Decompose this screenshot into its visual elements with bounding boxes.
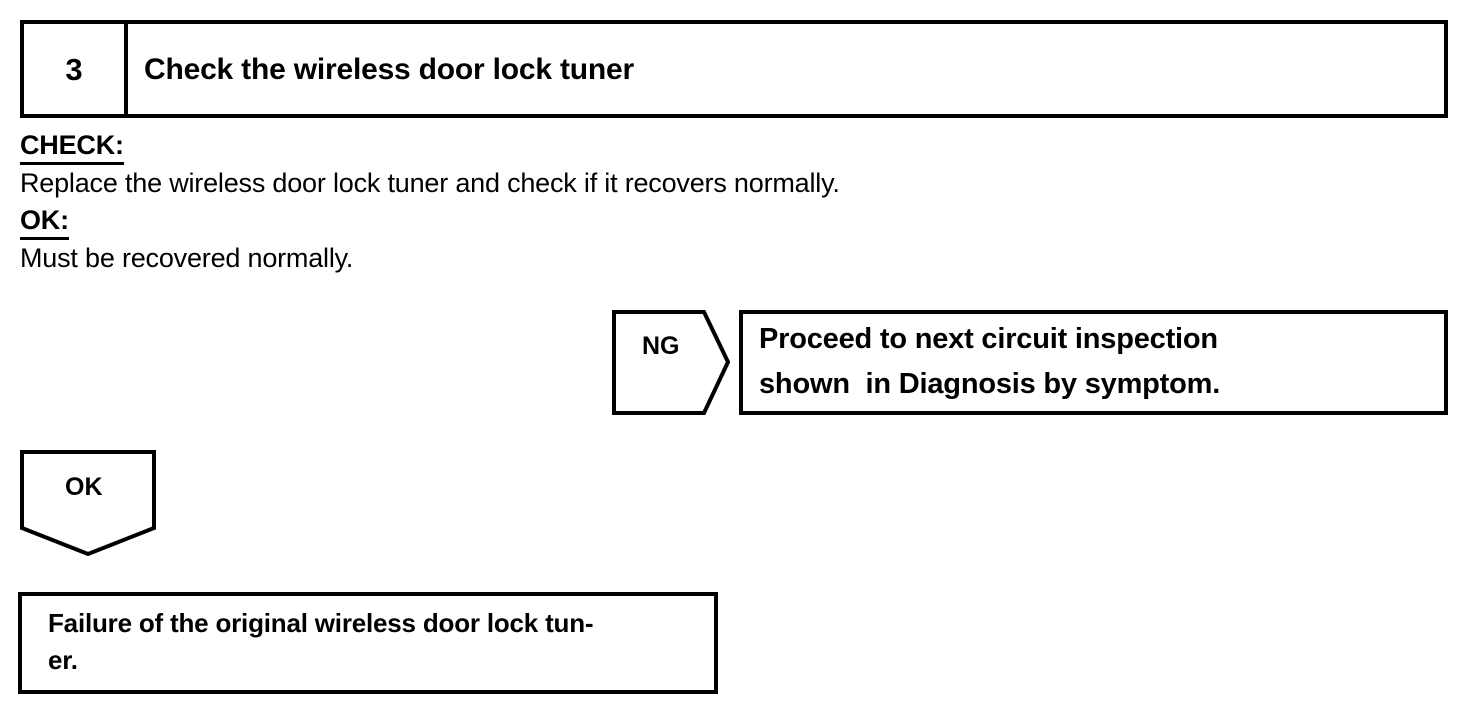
step-title-cell: Check the wireless door lock tuner	[128, 24, 1444, 114]
proceed-next-inspection-box: Proceed to next circuit inspection shown…	[739, 310, 1448, 415]
result-line-1: Failure of the original wireless door lo…	[48, 608, 594, 639]
ng-branch: NG Proceed to next circuit inspection sh…	[612, 310, 1448, 415]
proceed-line-1: Proceed to next circuit inspection	[759, 323, 1218, 356]
ok-arrow-label: OK	[65, 473, 103, 501]
check-heading: CHECK:	[20, 130, 124, 165]
ok-body: Must be recovered normally.	[20, 243, 354, 274]
ng-arrow-icon	[612, 310, 730, 415]
instruction-group-ok: OK: Must be recovered normally.	[20, 205, 1220, 274]
step-number-cell: 3	[24, 24, 128, 114]
result-line-2: er.	[48, 645, 78, 675]
result-box: Failure of the original wireless door lo…	[18, 592, 718, 694]
check-body: Replace the wireless door lock tuner and…	[20, 167, 840, 198]
instruction-group-check: CHECK: Replace the wireless door lock tu…	[20, 130, 1220, 199]
step-number: 3	[65, 51, 83, 87]
step-header-box: 3 Check the wireless door lock tuner	[20, 20, 1448, 118]
ok-heading: OK:	[20, 205, 69, 241]
ng-arrow-label: NG	[642, 332, 680, 360]
proceed-line-2: shown in Diagnosis by symptom.	[759, 367, 1221, 400]
step-title: Check the wireless door lock tuner	[144, 52, 635, 86]
instructions-block: CHECK: Replace the wireless door lock tu…	[20, 130, 1220, 281]
ok-arrow-icon: OK	[20, 450, 156, 556]
